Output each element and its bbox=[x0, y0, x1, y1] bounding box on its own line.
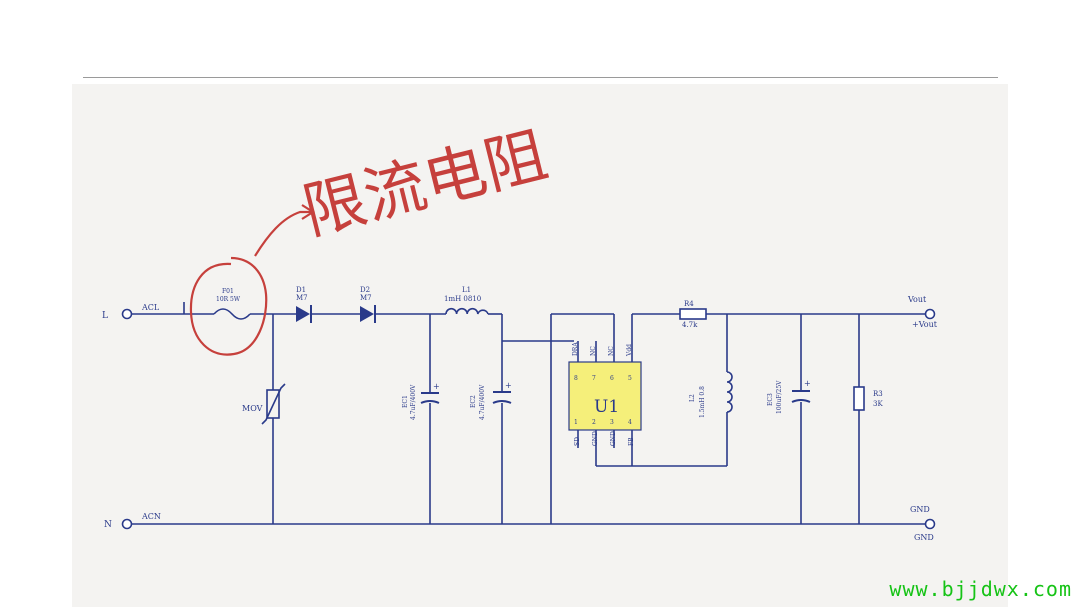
mov-label: MOV bbox=[242, 404, 263, 413]
l2-value: 1.5mH 0.8 bbox=[699, 386, 706, 418]
diode-d2 bbox=[360, 305, 376, 323]
ic-pin-label: Vdd bbox=[626, 344, 633, 357]
annotation-text: 限流电阻 bbox=[296, 118, 554, 249]
resistor-r3 bbox=[853, 386, 865, 411]
ic-pin-label: DRA bbox=[572, 342, 579, 356]
schematic-sheet bbox=[72, 84, 1008, 607]
capacitor-ec1 bbox=[420, 392, 440, 404]
ec2-ref: EC2 bbox=[470, 395, 477, 408]
ic-pin-number: 4 bbox=[628, 419, 632, 426]
ec3-value: 100uF/25V bbox=[776, 380, 783, 414]
ic-pin-label: NC bbox=[590, 346, 597, 356]
ic-pin-label: FB bbox=[628, 437, 635, 446]
l1-ref: L1 bbox=[462, 286, 471, 294]
mov-varistor bbox=[261, 383, 286, 425]
ic-pin-number: 2 bbox=[592, 419, 596, 426]
ic-pin-label: GND bbox=[592, 431, 599, 446]
wires bbox=[132, 302, 926, 525]
r4-value: 4.7k bbox=[682, 321, 698, 329]
ic-pin-number: 1 bbox=[574, 419, 578, 426]
gnd-alt-label: GND bbox=[914, 533, 934, 542]
ec2-value: 4.7uF/400V bbox=[479, 384, 486, 420]
handwritten-annotation: 限流电阻 bbox=[189, 118, 554, 356]
terminal-circles bbox=[121, 308, 936, 530]
ic-pin-label: SD bbox=[574, 437, 581, 446]
acn-label: ACN bbox=[141, 512, 161, 521]
svg-text:+: + bbox=[804, 379, 811, 388]
top-divider bbox=[83, 77, 998, 78]
ic-pin-number: 3 bbox=[610, 419, 614, 426]
d2-value: M7 bbox=[360, 294, 372, 302]
ic-body-label: U1 bbox=[594, 397, 619, 417]
vout-label: Vout bbox=[907, 295, 927, 304]
ic-pin-number: 5 bbox=[628, 375, 632, 382]
r3-ref: R3 bbox=[873, 390, 883, 398]
r3-value: 3K bbox=[873, 400, 883, 408]
svg-text:+: + bbox=[505, 381, 512, 390]
capacitor-ec2 bbox=[492, 391, 512, 404]
diode-d1 bbox=[296, 305, 312, 323]
svg-text:+: + bbox=[433, 382, 440, 391]
ic-pin-label: NC bbox=[608, 346, 615, 356]
watermark: www.bjjdwx.com bbox=[889, 577, 1072, 601]
d1-value: M7 bbox=[296, 294, 308, 302]
terminal-l-label: L bbox=[102, 311, 108, 321]
annotation-arrow bbox=[254, 210, 312, 257]
ic-chip bbox=[568, 361, 642, 431]
r4-ref: R4 bbox=[684, 300, 694, 308]
ic-pin-number: 8 bbox=[574, 375, 578, 382]
ic-pin-number: 7 bbox=[592, 375, 596, 382]
capacitor-ec3 bbox=[791, 390, 811, 403]
l2-ref: L2 bbox=[689, 394, 696, 402]
l1-value: 1mH 0810 bbox=[444, 295, 481, 303]
vout-alt-label: +Vout bbox=[912, 320, 938, 329]
acl-label: ACL bbox=[141, 303, 160, 312]
gnd-label: GND bbox=[910, 505, 930, 514]
terminal-n-label: N bbox=[104, 520, 112, 530]
annotation-arrowhead bbox=[301, 204, 316, 220]
d2-ref: D2 bbox=[360, 286, 370, 294]
fuse-ref: F01 bbox=[222, 288, 234, 295]
ic-pin-number: 6 bbox=[610, 375, 614, 382]
resistor-r4 bbox=[679, 308, 707, 320]
inductor-l2 bbox=[726, 371, 733, 413]
fuse-value: 10R 5W bbox=[216, 296, 241, 303]
fuse-symbol bbox=[213, 308, 251, 320]
ec1-value: 4.7uF/400V bbox=[410, 384, 417, 420]
annotation-circle bbox=[189, 256, 268, 356]
ic-pin-label: GND bbox=[610, 431, 617, 446]
ec3-ref: EC3 bbox=[767, 393, 774, 406]
ec1-ref: EC1 bbox=[402, 395, 409, 408]
inductor-l1 bbox=[445, 307, 489, 315]
d1-ref: D1 bbox=[296, 286, 306, 294]
